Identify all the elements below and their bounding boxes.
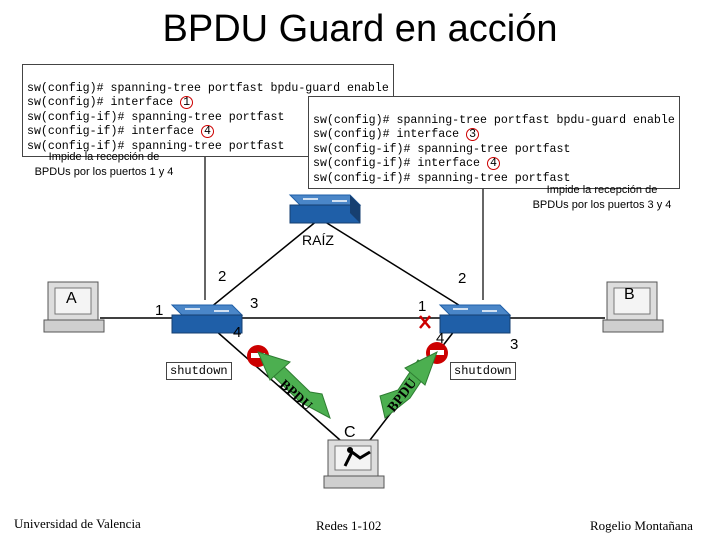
port-label: 1 xyxy=(418,298,427,315)
cli-line: sw(config-if)# spanning-tree portfast xyxy=(313,142,571,156)
interface-highlight: 4 xyxy=(486,157,500,170)
cli-line: sw(config-if)# spanning-tree portfast xyxy=(27,139,285,153)
cli-line: sw(config-if)# interface 4 xyxy=(313,157,675,172)
left-note-line: BPDUs por los puertos 1 y 4 xyxy=(34,166,174,178)
footer-center: Redes 1-102 xyxy=(316,518,382,533)
footer-right: Rogelio Montañana xyxy=(590,518,693,533)
right-note-line: BPDUs por los puertos 3 y 4 xyxy=(532,199,672,211)
left-note-line: Impide la recepción de xyxy=(48,151,160,163)
blocked-port-x-icon xyxy=(419,315,431,329)
link-root-left xyxy=(204,219,319,313)
right-note: Impide la recepción de BPDUs por los pue… xyxy=(512,183,692,213)
cli-line: sw(config-if)# interface 4 xyxy=(27,125,389,140)
host-c-icon xyxy=(323,439,385,489)
link-root-right xyxy=(321,219,471,313)
port-label: 3 xyxy=(510,336,519,353)
interface-highlight: 1 xyxy=(180,96,194,109)
interface-highlight: 4 xyxy=(200,125,214,138)
bpdu-arrow-left-icon xyxy=(257,351,331,420)
cli-line: sw(config)# interface 1 xyxy=(27,96,389,111)
shutdown-left-label: shutdown xyxy=(166,362,232,380)
host-a-icon xyxy=(43,281,105,333)
shutdown-right-label: shutdown xyxy=(450,362,516,380)
root-label: RAÍZ xyxy=(302,232,334,248)
cli-line: sw(config)# spanning-tree portfast bpdu-… xyxy=(313,113,675,127)
port-label: 2 xyxy=(218,268,227,285)
port-label: 3 xyxy=(250,295,259,312)
cli-line: sw(config-if)# spanning-tree portfast xyxy=(27,110,285,124)
bpdu-arrow-right-icon xyxy=(379,350,438,419)
left-switch-icon xyxy=(170,304,244,334)
host-b-icon xyxy=(602,281,664,333)
host-b-label: B xyxy=(624,286,635,303)
right-cli-box: sw(config)# spanning-tree portfast bpdu-… xyxy=(308,96,680,189)
host-c-label: C xyxy=(344,424,356,441)
cli-line: sw(config-if)# spanning-tree portfast xyxy=(313,171,571,185)
footer-left: Universidad de Valencia xyxy=(14,516,141,531)
page-title: BPDU Guard en acción xyxy=(162,8,558,50)
cli-line: sw(config)# interface 3 xyxy=(313,128,675,143)
port-label: 4 xyxy=(233,324,242,341)
host-a-label: A xyxy=(66,290,77,307)
right-switch-icon xyxy=(438,304,512,334)
left-note: Impide la recepción de BPDUs por los pue… xyxy=(14,150,194,180)
interface-highlight: 3 xyxy=(466,128,480,141)
port-label: 4 xyxy=(436,330,445,347)
root-switch-icon xyxy=(288,194,362,224)
port-label: 1 xyxy=(155,302,164,319)
link-left-c xyxy=(214,329,341,441)
port-label: 2 xyxy=(458,270,467,287)
cli-line: sw(config)# spanning-tree portfast bpdu-… xyxy=(27,81,389,95)
right-note-line: Impide la recepción de xyxy=(546,184,658,196)
